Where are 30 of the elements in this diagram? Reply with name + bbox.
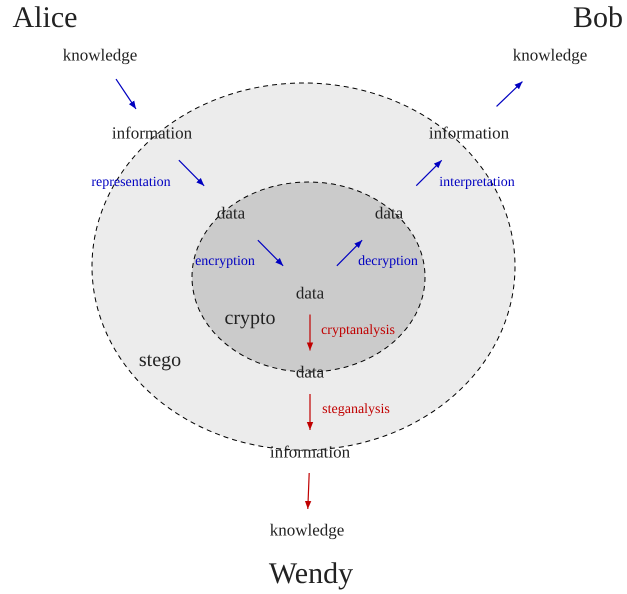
arrow — [416, 160, 442, 186]
arrow — [257, 240, 284, 266]
term-label: information — [112, 124, 192, 142]
arrow — [306, 394, 314, 430]
edge-label: steganalysis — [322, 403, 390, 417]
person-name: Bob — [573, 3, 623, 33]
term-label: knowledge — [270, 522, 344, 538]
arrow — [304, 473, 312, 509]
arrow — [306, 314, 314, 350]
edge-label: cryptanalysis — [321, 324, 395, 338]
term-label: information — [270, 444, 350, 460]
term-label: data — [216, 204, 246, 222]
region-label: stego — [138, 350, 182, 370]
edge-label: decryption — [358, 255, 418, 269]
person-name: Alice — [12, 3, 78, 33]
arrow — [496, 81, 523, 107]
edge-label: encryption — [195, 255, 255, 269]
term-label: data — [296, 284, 324, 302]
term-label: information — [428, 124, 510, 142]
person-name: Wendy — [268, 559, 354, 589]
edge-label: representation — [91, 176, 171, 190]
edge-label: interpretation — [439, 176, 515, 190]
term-label: knowledge — [62, 46, 138, 64]
arrow — [178, 160, 205, 186]
term-label: data — [296, 364, 324, 380]
arrow — [116, 78, 136, 110]
arrow — [336, 240, 363, 266]
term-label: data — [374, 204, 404, 222]
region-label: crypto — [224, 308, 276, 328]
term-label: knowledge — [512, 46, 588, 64]
